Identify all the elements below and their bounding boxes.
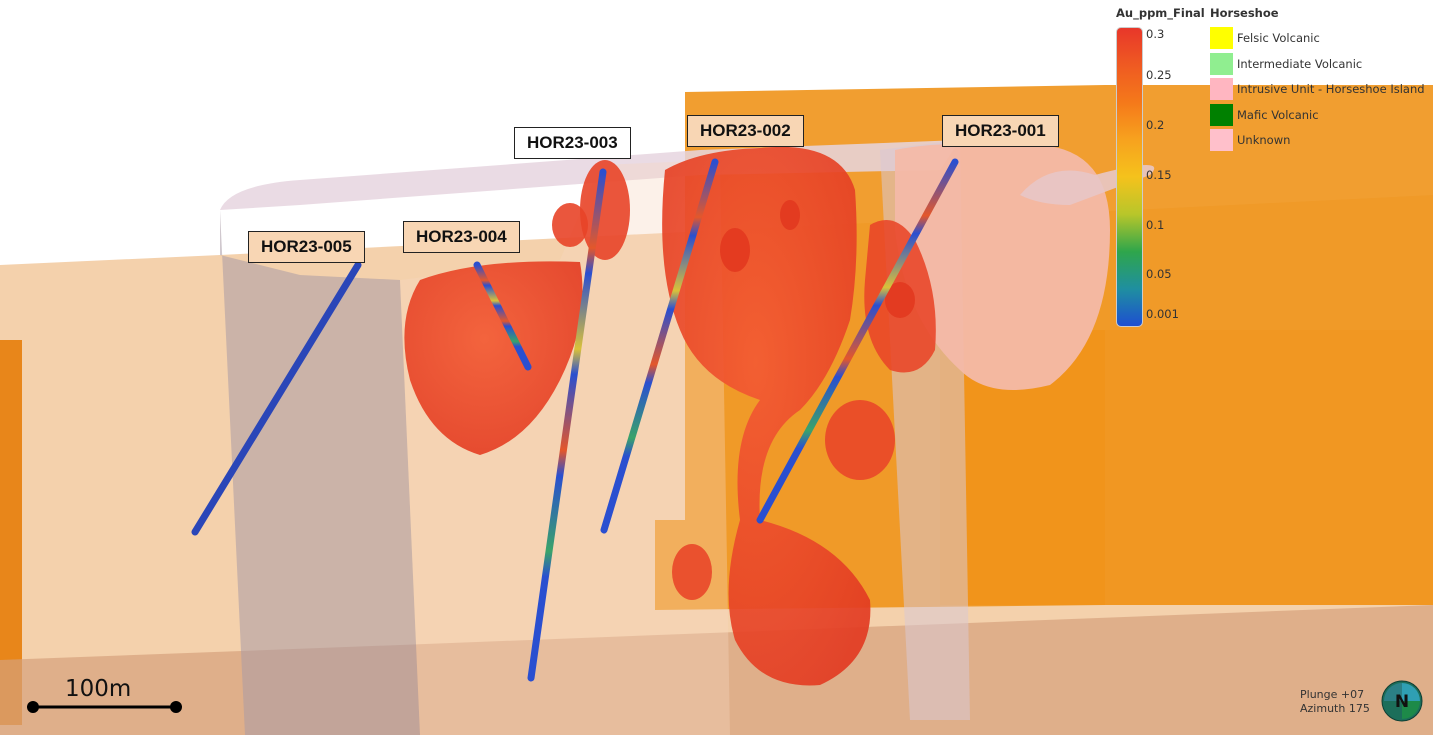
colormap-bar (1116, 27, 1143, 327)
category-swatch (1210, 27, 1233, 49)
drillhole-traces (191, 158, 959, 682)
category-label: Intrusive Unit - Horseshoe Island (1237, 82, 1425, 96)
scale-bar: 100m (25, 676, 185, 716)
azimuth-readout: Azimuth 175 (1300, 702, 1370, 715)
category-title: Horseshoe (1210, 6, 1279, 20)
plunge-readout: Plunge +07 (1300, 688, 1365, 701)
category-intrusive-unit[interactable]: Intrusive Unit - Horseshoe Island (1210, 78, 1425, 100)
north-compass-icon[interactable]: N (1381, 680, 1423, 722)
drillhole-trace-hor23-003[interactable] (527, 168, 607, 682)
view-orientation: Plunge +07 Azimuth 175 (1300, 688, 1370, 716)
category-swatch (1210, 129, 1233, 151)
category-label: Mafic Volcanic (1237, 108, 1319, 122)
drillhole-label-hor23-005[interactable]: HOR23-005 (248, 231, 365, 263)
category-swatch (1210, 78, 1233, 100)
drillhole-trace-hor23-002[interactable] (600, 158, 719, 534)
scale-bar-line (27, 701, 182, 713)
category-felsic-volcanic[interactable]: Felsic Volcanic (1210, 27, 1320, 49)
category-swatch (1210, 104, 1233, 126)
scale-bar-label: 100m (65, 676, 132, 702)
category-mafic-volcanic[interactable]: Mafic Volcanic (1210, 104, 1319, 126)
colormap-title: Au_ppm_Final (1116, 6, 1205, 20)
legend-panel: Au_ppm_Final 0.3 0.25 0.2 0.15 0.1 0.05 … (1102, 0, 1433, 330)
drillhole-label-hor23-004[interactable]: HOR23-004 (403, 221, 520, 253)
drillhole-label-hor23-003[interactable]: HOR23-003 (514, 127, 631, 159)
category-unknown[interactable]: Unknown (1210, 129, 1290, 151)
drillhole-trace-hor23-001[interactable] (756, 158, 959, 524)
colormap-tick: 0.15 (1146, 168, 1172, 182)
colormap-tick: 0.2 (1146, 118, 1165, 132)
drillhole-label-hor23-002[interactable]: HOR23-002 (687, 115, 804, 147)
gold-grade-shells (404, 146, 936, 686)
colormap-tick: 0.05 (1146, 267, 1172, 281)
compass-letter: N (1395, 692, 1409, 712)
drillhole-trace-hor23-005[interactable] (191, 261, 362, 536)
category-swatch (1210, 53, 1233, 75)
colormap-tick: 0.25 (1146, 68, 1172, 82)
category-label: Intermediate Volcanic (1237, 57, 1363, 71)
category-intermediate-volcanic[interactable]: Intermediate Volcanic (1210, 53, 1362, 75)
colormap-tick: 0.1 (1146, 218, 1165, 232)
drillhole-trace-hor23-004[interactable] (473, 261, 532, 371)
drillhole-label-hor23-001[interactable]: HOR23-001 (942, 115, 1059, 147)
category-label: Unknown (1237, 133, 1291, 147)
category-label: Felsic Volcanic (1237, 31, 1320, 45)
colormap-tick: 0.001 (1146, 307, 1179, 321)
colormap-tick: 0.3 (1146, 27, 1165, 41)
